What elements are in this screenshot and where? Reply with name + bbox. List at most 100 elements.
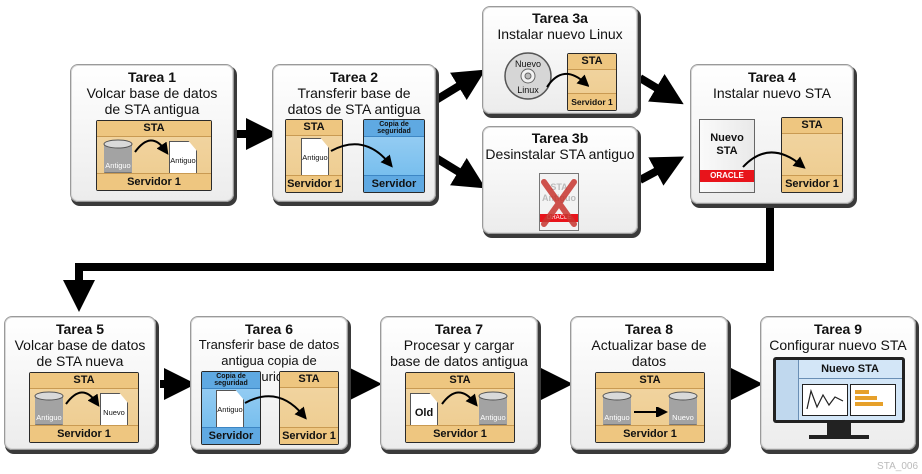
transfer-arrow-icon <box>441 391 478 407</box>
panel-header: STA <box>280 372 338 388</box>
database-icon <box>602 391 632 428</box>
panel-footer: Servidor 1 <box>30 425 138 442</box>
panel-footer: Servidor 1 <box>782 175 842 192</box>
task-description-line: datos de STA antigua <box>287 101 421 117</box>
transfer-arrow-icon <box>546 73 589 88</box>
task-description-line: Desinstalar STA antiguo <box>485 146 635 162</box>
task-card-7: Tarea 7 Procesar y cargar base de datos … <box>380 316 538 450</box>
panel-footer: Servidor 1 <box>97 173 211 190</box>
task-card-6: Tarea 6 Transferir base de datos antigua… <box>190 316 348 450</box>
task-card-8: Tarea 8 Actualizar base de datos STA Ant… <box>570 316 728 450</box>
panel-footer: Servidor 1 <box>568 93 616 110</box>
server-panel: STA Servidor 1 <box>781 117 843 193</box>
server-panel: STA Antiguo Servidor 1 <box>285 119 343 193</box>
task-title: Tarea 3a <box>532 10 588 26</box>
arrow-2-3b <box>433 154 486 189</box>
database-icon <box>668 391 698 428</box>
disc-label-top: Nuevo <box>514 59 541 69</box>
panel-header: STA <box>596 373 704 389</box>
task-card-3b: Tarea 3b Desinstalar STA antiguo STA Ant… <box>482 126 638 234</box>
panel-header: Copia de seguridad <box>364 120 424 137</box>
transfer-arrow-icon <box>65 391 100 407</box>
server-panel: STA Servidor 1 <box>279 371 339 445</box>
transfer-arrow-icon <box>634 407 668 417</box>
task-card-4: Tarea 4 Instalar nuevo STA Nuevo STA ORA… <box>690 64 854 204</box>
bar-chart-icon <box>850 384 896 416</box>
task-title: Tarea 3b <box>531 130 589 146</box>
monitor-icon: Nuevo STA <box>773 357 905 423</box>
linux-disc-icon <box>504 52 552 100</box>
task-description-line: Instalar nuevo STA <box>712 85 832 101</box>
oracle-logo: ORACLE <box>540 214 578 222</box>
task-card-1: Tarea 1 Volcar base de datos de STA anti… <box>70 64 234 202</box>
panel-header: STA <box>30 373 138 389</box>
task-title: Tarea 1 <box>128 69 176 85</box>
panel-header: STA <box>286 120 342 136</box>
line-chart-icon <box>802 384 848 416</box>
database-icon <box>34 391 64 428</box>
database-icon <box>103 139 133 176</box>
panel-header: STA <box>568 54 616 70</box>
task-description-line: Volcar base de datos <box>86 85 218 101</box>
database-label: Antiguo <box>604 413 630 422</box>
database-label: Nuevo <box>672 413 694 422</box>
panel-footer: Servidor 1 <box>406 425 514 442</box>
screen-title: Nuevo STA <box>798 360 902 379</box>
server-panel: STA Antiguo Nuevo Servidor 1 <box>29 372 139 443</box>
panel-footer: Servidor <box>202 427 260 444</box>
panel-header: Copia de seguridad <box>202 372 260 389</box>
oracle-logo: ORACLE <box>700 170 754 182</box>
box-label-line1: STA <box>550 182 568 192</box>
backup-server-panel: Copia de seguridad Servidor <box>363 119 425 193</box>
database-icon <box>478 391 508 428</box>
server-panel: STA Old Antiguo Servidor 1 <box>405 372 515 443</box>
task-description-line: base de datos antigua <box>390 353 528 369</box>
task-description-line: Volcar base de datos <box>14 337 146 353</box>
panel-header: STA <box>97 121 211 137</box>
disc-label-bottom: Linux <box>517 85 539 95</box>
task-card-2: Tarea 2 Transferir base de datos de STA … <box>272 64 436 202</box>
panel-footer: Servidor 1 <box>286 175 342 192</box>
old-sta-software-box: STA Antiguo ORACLE <box>539 173 579 231</box>
monitor-base <box>809 435 869 439</box>
task-title: Tarea 4 <box>748 69 796 85</box>
arrow-3b-4 <box>638 156 685 186</box>
panel-footer: Servidor <box>364 175 424 192</box>
monitor-screen: Nuevo STA <box>776 360 902 420</box>
task-description-line: Instalar nuevo Linux <box>497 26 623 42</box>
transfer-arrow-icon <box>330 143 393 168</box>
task-description-line: Transferir base de <box>297 85 411 101</box>
remove-x-icon <box>541 179 577 227</box>
task-description-line: Transferir base de datos <box>198 337 340 352</box>
database-label: Antiguo <box>36 413 62 422</box>
box-label-line1: Nuevo <box>710 132 744 144</box>
screen-sidebar <box>776 360 799 420</box>
task-title: Tarea 6 <box>245 321 293 337</box>
panel-footer: Servidor 1 <box>280 427 338 444</box>
task-title: Tarea 2 <box>330 69 378 85</box>
arrow-2-3a <box>433 69 486 104</box>
server-panel: STA Servidor 1 <box>567 53 617 111</box>
transfer-arrow-icon <box>742 151 806 169</box>
monitor-stand <box>827 423 851 435</box>
task-description-line: datos <box>631 353 667 369</box>
task-description-line: Actualizar base de <box>591 337 707 353</box>
task-title: Tarea 9 <box>814 321 862 337</box>
panel-header: STA <box>782 118 842 134</box>
task-card-3a: Tarea 3a Instalar nuevo Linux Nuevo Linu… <box>482 6 638 114</box>
task-description-line: Configurar nuevo STA <box>769 337 907 353</box>
panel-header: STA <box>406 373 514 389</box>
database-label: Antiguo <box>480 413 506 422</box>
server-panel: STA Antiguo Antiguo Servidor 1 <box>96 120 212 191</box>
panel-footer: Servidor 1 <box>596 425 704 442</box>
document-icon: Antiguo <box>216 390 244 430</box>
task-title: Tarea 7 <box>435 321 483 337</box>
task-description-line: de STA antigua <box>104 101 200 117</box>
document-icon: Antiguo <box>301 138 329 178</box>
box-label-line2: STA <box>716 145 738 157</box>
task-title: Tarea 8 <box>625 321 673 337</box>
backup-server-panel: Copia de seguridad Antiguo Servidor <box>201 371 261 445</box>
transfer-arrow-icon <box>244 395 307 420</box>
task-description-line: Procesar y cargar <box>403 337 515 353</box>
